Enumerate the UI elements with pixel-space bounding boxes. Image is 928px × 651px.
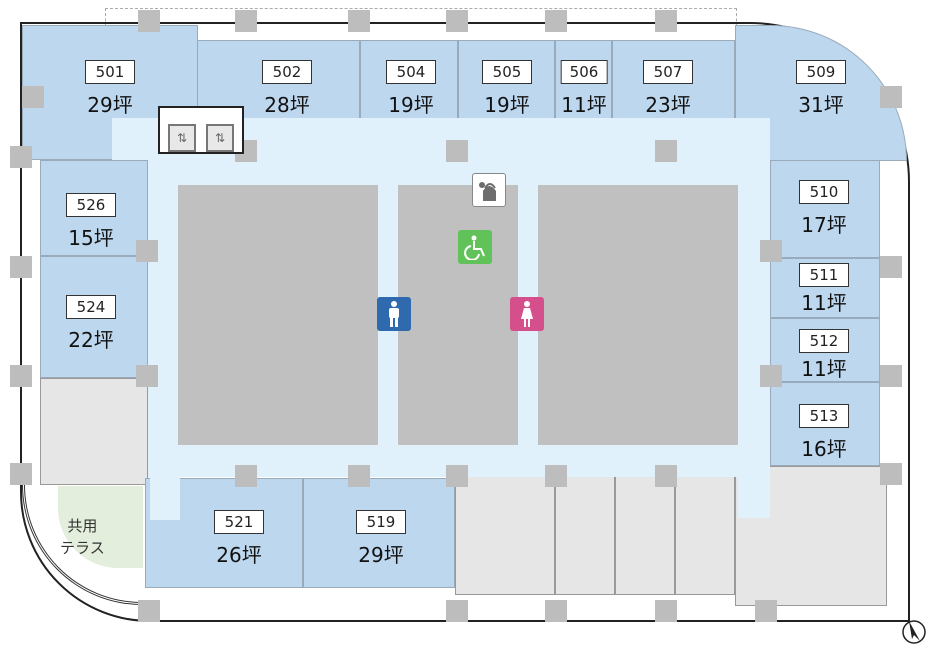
column	[880, 365, 902, 387]
column	[880, 256, 902, 278]
column	[545, 600, 567, 622]
north-arrow-icon	[898, 615, 928, 645]
unlabeled-room	[615, 475, 675, 595]
column	[348, 10, 370, 32]
column	[655, 140, 677, 162]
column	[446, 465, 468, 487]
column	[138, 10, 160, 32]
kitchenette-icon	[472, 173, 506, 207]
column	[136, 240, 158, 262]
core-west	[178, 185, 378, 445]
column	[10, 365, 32, 387]
column	[10, 146, 32, 168]
column	[10, 256, 32, 278]
column	[446, 10, 468, 32]
column	[446, 140, 468, 162]
column	[880, 86, 902, 108]
column	[235, 465, 257, 487]
room-510[interactable]	[770, 160, 880, 258]
column	[446, 600, 468, 622]
corridor-exit	[150, 470, 180, 520]
column	[235, 10, 257, 32]
column	[655, 465, 677, 487]
core-center	[398, 185, 518, 445]
column	[545, 10, 567, 32]
mens-toilet-icon	[377, 297, 411, 331]
column	[755, 600, 777, 622]
elevator-icon: ⇅	[206, 124, 234, 152]
womens-toilet-icon	[510, 297, 544, 331]
column	[10, 463, 32, 485]
column	[655, 10, 677, 32]
elevator-icon: ⇅	[168, 124, 196, 152]
column	[22, 86, 44, 108]
terrace-label: 共用 テラス	[60, 517, 105, 557]
unlabeled-room	[675, 475, 735, 595]
column	[880, 463, 902, 485]
core-east	[538, 185, 738, 445]
corridor-west	[148, 158, 178, 478]
column	[760, 240, 782, 262]
corridor-inner-north	[160, 160, 750, 185]
unlabeled-room	[555, 475, 615, 595]
unlabeled-room	[455, 475, 555, 595]
column	[138, 600, 160, 622]
accessible-toilet-icon	[458, 230, 492, 264]
column	[348, 465, 370, 487]
column	[655, 600, 677, 622]
top-facade	[105, 8, 737, 42]
column	[136, 365, 158, 387]
column	[760, 365, 782, 387]
common-area-left	[40, 378, 148, 485]
column	[545, 465, 567, 487]
